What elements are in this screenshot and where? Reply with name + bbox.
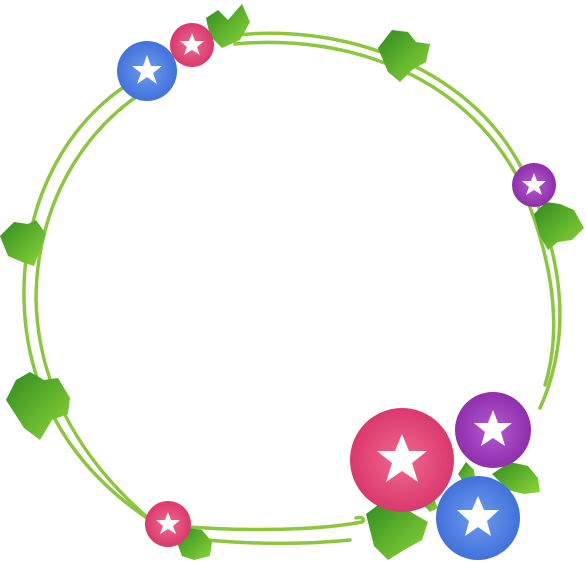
star-icon xyxy=(474,410,512,446)
flower-pink-top-left xyxy=(170,23,214,67)
star-icon xyxy=(156,512,180,534)
flower-pink-bottom-left xyxy=(145,501,191,547)
vine-group xyxy=(22,31,562,546)
flower-pink-bottom-large xyxy=(350,408,454,512)
vine-inner xyxy=(233,40,556,387)
star-icon xyxy=(132,55,162,84)
flower-purple-right xyxy=(512,163,556,207)
vine-left-inner xyxy=(34,80,162,530)
star-icon xyxy=(457,496,499,536)
flower-purple-bottom-right xyxy=(455,392,531,468)
leaves xyxy=(0,4,584,560)
leaf-icon xyxy=(534,202,584,250)
leaf-icon xyxy=(378,30,430,82)
star-icon xyxy=(180,33,204,55)
flowers xyxy=(117,23,556,560)
vine-outer xyxy=(228,31,562,410)
flower-blue-top-left xyxy=(117,41,177,101)
leaf-icon xyxy=(0,220,46,266)
vine-bottom-inner xyxy=(173,515,366,532)
leaf-icon xyxy=(6,372,70,440)
star-icon xyxy=(522,173,546,195)
flower-blue-bottom-right xyxy=(436,476,520,560)
leaf-icon xyxy=(366,502,428,560)
star-icon xyxy=(377,434,427,482)
vine-left-outer xyxy=(22,70,152,522)
leaf-icon xyxy=(206,4,250,48)
